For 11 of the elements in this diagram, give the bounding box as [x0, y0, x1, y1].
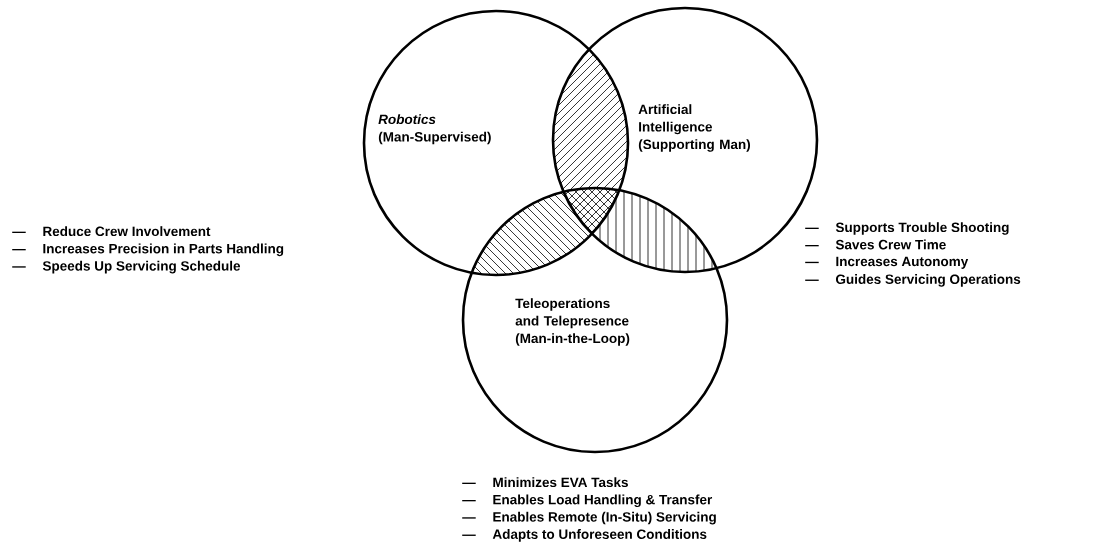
list-item: — Saves Crew Time	[805, 239, 946, 250]
list-item: — Supports Trouble Shooting	[805, 222, 1009, 235]
list-item: — Enables Load Handling & Transfer	[462, 494, 713, 508]
list-item: — Increases Precision in Parts Handling	[12, 243, 284, 257]
list-item: — Minimizes EVA Tasks	[462, 477, 628, 488]
list-item: — Adapts to Unforeseen Conditions	[462, 529, 707, 542]
list-item: — Increases Autonomy	[805, 256, 969, 269]
list-item: — Speeds Up Servicing Schedule	[12, 260, 241, 274]
list-item: — Guides Servicing Operations	[805, 274, 1021, 287]
list-item: — Enables Remote (In-Situ) Servicing	[462, 511, 716, 525]
list-item: — Reduce Crew Involvement	[12, 226, 211, 237]
